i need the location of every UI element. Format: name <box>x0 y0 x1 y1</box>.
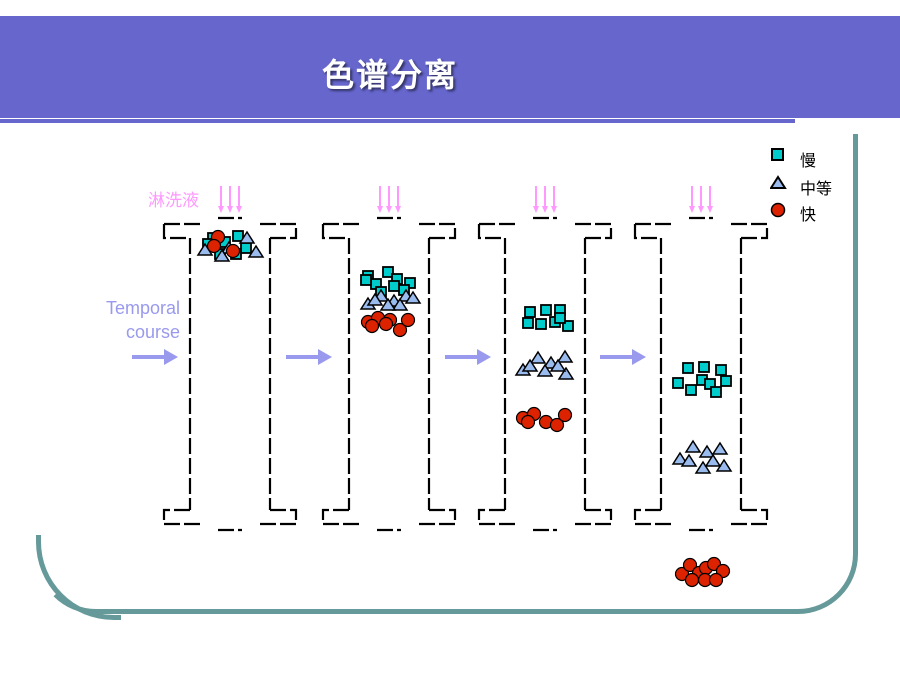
slide-frame <box>36 134 858 614</box>
slow-molecule-47 <box>554 312 566 324</box>
slow-molecule-20 <box>404 277 416 289</box>
fast-molecule-80 <box>682 557 698 573</box>
column-2 <box>321 216 457 532</box>
medium-molecule-11 <box>247 244 265 258</box>
time-arrowhead-4 <box>632 349 646 365</box>
eluent-arrowhead-1-1 <box>218 206 224 213</box>
fast-molecule-14 <box>225 243 241 259</box>
temporal-course-label: Temporal course <box>72 296 180 344</box>
slow-molecule-3 <box>232 230 244 242</box>
square-icon <box>771 148 784 161</box>
eluent-label: 淋洗液 <box>148 191 199 211</box>
fast-molecule-36 <box>392 322 408 338</box>
medium-molecule-31 <box>391 297 409 311</box>
title-band <box>0 16 900 118</box>
eluent-arrowhead-1-3 <box>236 206 242 213</box>
legend-item-fast: 快 <box>770 199 850 224</box>
slow-molecule-46 <box>562 320 574 332</box>
slow-molecule-44 <box>535 318 547 330</box>
eluent-arrowhead-3-3 <box>551 206 557 213</box>
medium-molecule-76 <box>680 453 698 467</box>
page-title: 色谱分离 <box>321 56 458 94</box>
legend-label-slow: 慢 <box>800 151 817 170</box>
slow-molecule-43 <box>522 317 534 329</box>
slow-molecule-66 <box>685 384 697 396</box>
eluent-arrowhead-4-2 <box>698 206 704 213</box>
medium-molecule-54 <box>536 363 554 377</box>
time-arrowhead-3 <box>477 349 491 365</box>
slow-molecule-63 <box>698 361 710 373</box>
slow-molecule-68 <box>704 378 716 390</box>
medium-molecule-74 <box>711 441 729 455</box>
slow-molecule-24 <box>360 274 372 286</box>
slow-molecule-18 <box>382 266 394 278</box>
medium-molecule-55 <box>549 358 567 372</box>
eluent-arrowhead-3-1 <box>533 206 539 213</box>
eluent-arrowhead-3-2 <box>542 206 548 213</box>
fast-molecule-59 <box>549 417 565 433</box>
slow-molecule-41 <box>540 304 552 316</box>
fast-molecule-60 <box>557 407 573 423</box>
eluent-arrowhead-2-1 <box>377 206 383 213</box>
fast-molecule-15 <box>206 238 222 254</box>
slow-molecule-4 <box>240 242 252 254</box>
medium-molecule-71 <box>671 451 689 465</box>
slow-molecule-23 <box>388 280 400 292</box>
fast-molecule-37 <box>400 312 416 328</box>
time-arrowhead-1 <box>164 349 178 365</box>
medium-molecule-32 <box>379 297 397 311</box>
eluent-arrowhead-2-2 <box>386 206 392 213</box>
column-1 <box>162 216 298 532</box>
eluent-arrowhead-4-3 <box>707 206 713 213</box>
column-4 <box>633 216 769 532</box>
medium-molecule-12 <box>213 248 231 262</box>
medium-molecule-78 <box>704 453 722 467</box>
eluent-arrowhead-1-2 <box>227 206 233 213</box>
medium-molecule-29 <box>404 290 422 304</box>
fast-molecule-39 <box>378 316 394 332</box>
slow-molecule-70 <box>720 375 732 387</box>
slow-molecule-40 <box>524 306 536 318</box>
medium-molecule-30 <box>366 292 384 306</box>
medium-molecule-10 <box>238 230 256 244</box>
medium-molecule-51 <box>556 349 574 363</box>
fast-molecule-61 <box>520 414 536 430</box>
medium-molecule-49 <box>529 350 547 364</box>
medium-molecule-53 <box>521 358 539 372</box>
medium-molecule-72 <box>684 439 702 453</box>
fast-molecule-85 <box>684 572 700 588</box>
slow-molecule-64 <box>715 364 727 376</box>
column-3 <box>477 216 613 532</box>
medium-molecule-73 <box>698 444 716 458</box>
fast-molecule-87 <box>708 572 724 588</box>
slow-molecule-62 <box>682 362 694 374</box>
legend-label-medium: 中等 <box>800 179 833 198</box>
medium-molecule-52 <box>557 366 575 380</box>
title-underline <box>0 119 795 123</box>
slow-molecule-65 <box>672 377 684 389</box>
legend-label-fast: 快 <box>800 205 817 224</box>
eluent-arrowhead-4-1 <box>689 206 695 213</box>
legend-item-medium: 中等 <box>770 173 850 198</box>
medium-molecule-77 <box>694 460 712 474</box>
slow-molecule-69 <box>710 386 722 398</box>
time-arrowhead-2 <box>318 349 332 365</box>
temporal-course-line-2: course <box>125 322 180 342</box>
eluent-arrowhead-2-3 <box>395 206 401 213</box>
fast-molecule-38 <box>364 318 380 334</box>
triangle-icon <box>770 175 787 189</box>
temporal-course-line-1: Temporal <box>105 298 180 318</box>
legend-item-slow: 慢 <box>770 145 850 170</box>
circle-icon <box>770 202 786 218</box>
